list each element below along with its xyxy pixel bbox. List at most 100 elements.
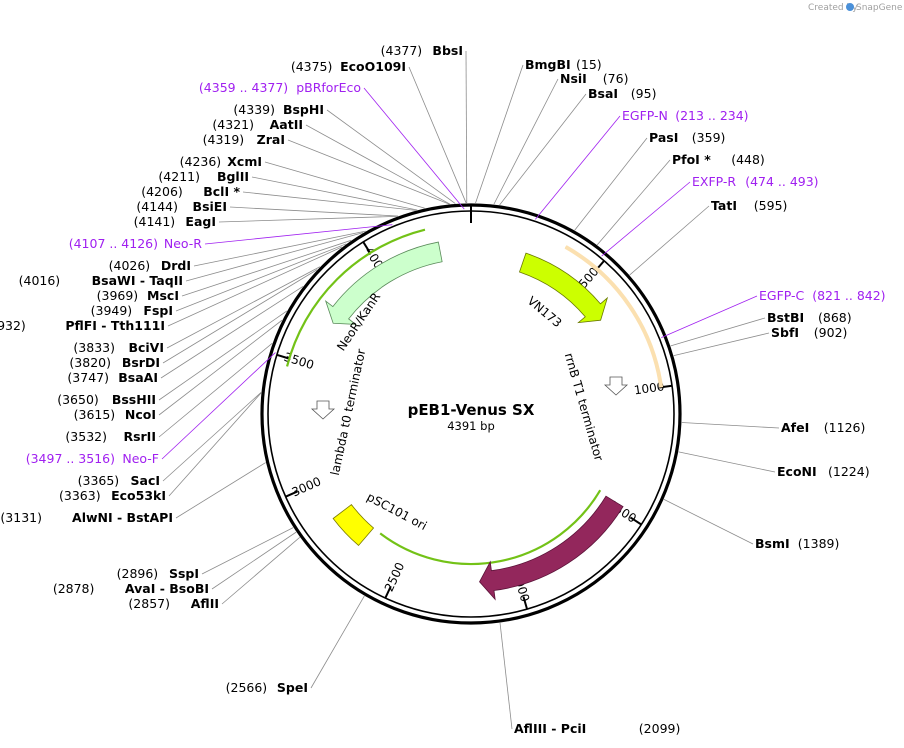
lambda-terminator-icon[interactable] (310, 400, 336, 420)
leader-line (287, 139, 450, 205)
site-position: (2566) (226, 680, 268, 695)
enzyme-label[interactable]: AatII (270, 117, 303, 132)
primer-label[interactable]: pBRforEco (296, 80, 361, 95)
enzyme-label[interactable]: BbsI (432, 43, 463, 58)
enzyme-label[interactable]: SpeI (277, 680, 308, 695)
enzyme-label[interactable]: PfoI * (672, 152, 711, 167)
primer-label[interactable]: Neo-R (164, 236, 202, 251)
enzyme-label[interactable]: BspHI (283, 102, 324, 117)
primer-label[interactable]: Neo-F (122, 451, 159, 466)
enzyme-label[interactable]: BsaI (588, 86, 618, 101)
leader-line (408, 66, 467, 204)
neor-arrow[interactable] (324, 241, 443, 325)
enzyme-label[interactable]: ZraI (257, 132, 285, 147)
enzyme-label[interactable]: EagI (185, 214, 216, 229)
leader-line (535, 115, 621, 220)
leader-line (158, 319, 283, 416)
leader-line (211, 531, 297, 590)
enzyme-label[interactable]: AfeI (781, 420, 809, 435)
enzyme-label[interactable]: BciVI (128, 340, 164, 355)
feature-label-vn173: VN173 (525, 294, 565, 330)
leader-line (221, 537, 301, 605)
leader-line (475, 64, 524, 204)
site-position: (3969) (97, 288, 139, 303)
enzyme-label[interactable]: TatI (711, 198, 737, 213)
site-position: (3131) (0, 510, 42, 525)
enzyme-label[interactable]: Eco53kI (111, 488, 166, 503)
enzyme-label[interactable]: NcoI (125, 407, 156, 422)
enzyme-label[interactable]: BsaWI - TaqII (92, 273, 183, 288)
leader-line (681, 422, 780, 429)
enzyme-label[interactable]: BstBI (767, 310, 804, 325)
site-labels: BmgBI(15)NsiI(76)BsaI(95)EGFP-N(213 .. 2… (0, 43, 886, 736)
leader-line (264, 161, 425, 209)
enzyme-label[interactable]: DrdI (161, 258, 191, 273)
leader-line (596, 159, 671, 246)
site-position: (2878) (53, 581, 95, 596)
enzyme-label[interactable]: SspI (169, 566, 199, 581)
site-position: (2099) (639, 721, 681, 736)
leader-line (663, 499, 754, 545)
site-position: (4144) (136, 199, 178, 214)
site-position: (2896) (117, 566, 159, 581)
enzyme-label[interactable]: BclI * (203, 184, 240, 199)
enzyme-label[interactable]: NsiI (560, 71, 587, 86)
leader-line (629, 205, 710, 276)
enzyme-label[interactable]: SbfI (771, 325, 799, 340)
enzyme-label[interactable]: BsrDI (122, 355, 160, 370)
site-position: (595) (754, 198, 788, 213)
enzyme-label[interactable]: BglII (217, 169, 249, 184)
leader-line (204, 224, 393, 245)
leader-line (499, 622, 513, 730)
leader-line (158, 343, 273, 438)
tick-label: 3500 (282, 350, 315, 372)
leader-line (167, 246, 343, 327)
site-position: (4211) (158, 169, 200, 184)
enzyme-label[interactable]: BsmI (755, 536, 790, 551)
site-position: (3650) (57, 392, 99, 407)
site-position: (3833) (73, 340, 115, 355)
enzyme-label[interactable]: AvaI - BsoBI (125, 581, 209, 596)
enzyme-label[interactable]: RsrII (123, 429, 156, 444)
site-position: (4016) (19, 273, 61, 288)
enzyme-label[interactable]: EcoNI (777, 464, 817, 479)
site-position: (3365) (78, 473, 120, 488)
tick-label: 2500 (382, 560, 408, 594)
enzyme-label[interactable]: XcmI (227, 154, 262, 169)
enzyme-label[interactable]: MscI (147, 288, 179, 303)
primer-label[interactable]: EXFP-R (692, 174, 736, 189)
enzyme-label[interactable]: PflFI - Tth111I (65, 318, 165, 333)
enzyme-label[interactable]: SacI (131, 473, 161, 488)
enzyme-label[interactable]: BmgBI (525, 57, 571, 72)
site-position: (3363) (59, 488, 101, 503)
feature-label-rrnb-terminator: rrnB T1 terminator (562, 351, 606, 462)
site-position: (4321) (212, 117, 254, 132)
enzyme-label[interactable]: BsaAI (118, 370, 158, 385)
enzyme-label[interactable]: BsiEI (193, 199, 227, 214)
site-position: (4359 .. 4377) (199, 80, 288, 95)
leader-line (499, 93, 587, 206)
enzyme-label[interactable]: AlwNI - BstAPI (72, 510, 173, 525)
site-position: (4206) (141, 184, 183, 199)
primer-label[interactable]: EGFP-N (622, 108, 668, 123)
leader-line (162, 269, 318, 364)
rep101-arrow[interactable] (479, 495, 624, 601)
leader-line (218, 215, 398, 223)
enzyme-label[interactable]: BssHII (112, 392, 156, 407)
rrnb-terminator-icon[interactable] (603, 376, 629, 396)
site-position: (4026) (109, 258, 151, 273)
site-position: (474 .. 493) (745, 174, 818, 189)
enzyme-label[interactable]: EcoO109I (340, 59, 406, 74)
enzyme-label[interactable]: AflII (191, 596, 219, 611)
site-position: (4319) (203, 132, 245, 147)
enzyme-label[interactable]: FspI (143, 303, 173, 318)
vn173-arrow[interactable] (518, 252, 609, 324)
enzyme-label[interactable]: AflIII - PciI (514, 721, 586, 736)
psc101-ori-block[interactable] (332, 504, 375, 547)
enzyme-label[interactable]: PasI (649, 130, 678, 145)
tick-mark (384, 585, 392, 599)
leader-line (493, 78, 559, 205)
primer-label[interactable]: EGFP-C (759, 288, 805, 303)
site-position: (1126) (824, 420, 866, 435)
